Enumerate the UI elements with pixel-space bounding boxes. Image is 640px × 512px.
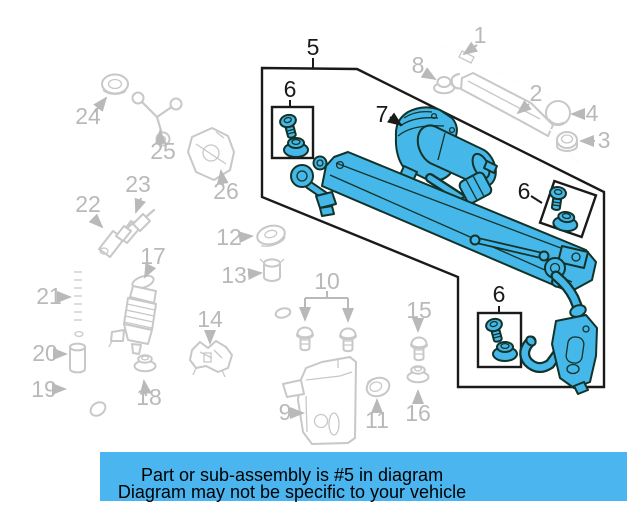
part-11-bushing	[365, 376, 391, 398]
part-12-pump-cap	[256, 224, 286, 247]
callout-10: 10	[314, 268, 340, 294]
banner-line-2: Diagram may not be specific to your vehi…	[118, 482, 466, 502]
part-21-washer-hose	[74, 249, 95, 338]
gray-callout-labels: 1 2 3 4 8 9 10 11 12 13 14 15 16 17 18 1…	[31, 22, 610, 433]
callout-19: 19	[31, 376, 57, 402]
part-2-wiper-arm	[450, 72, 579, 163]
callout-6a: 6	[284, 76, 297, 102]
part-17-washer-pump	[108, 274, 157, 355]
hardware-6c-grommet	[492, 341, 518, 362]
part-24-grommet-ring	[101, 73, 129, 95]
callout-16: 16	[405, 400, 431, 426]
gray-callout-arrows	[52, 41, 595, 419]
part-8-arm-bushing	[433, 76, 455, 95]
callout-6b: 6	[518, 178, 531, 204]
pivot-mount-bracket	[519, 314, 598, 395]
callout-20: 20	[32, 340, 58, 366]
part-10-bolt-right	[339, 327, 357, 353]
callout-5: 5	[307, 34, 320, 60]
part-4-pivot-cap	[545, 100, 571, 126]
callout-2: 2	[530, 80, 543, 106]
callout-24: 24	[75, 103, 101, 129]
part-7-wiper-motor	[394, 106, 498, 188]
part-15-bolt	[410, 336, 428, 362]
info-banner: Part or sub-assembly is #5 in diagram Di…	[100, 452, 627, 502]
callout-8: 8	[412, 52, 425, 78]
callout-6c: 6	[493, 281, 506, 307]
part-13-reservoir-cap	[259, 258, 285, 282]
faded-parts	[69, 22, 579, 445]
callout-13: 13	[221, 262, 247, 288]
callout-26: 26	[213, 178, 239, 204]
callout-21: 21	[36, 283, 62, 309]
black-callout-labels: 5 6 6 6 7	[284, 34, 531, 307]
part-14-pump-bracket	[189, 340, 233, 378]
callout-15: 15	[406, 297, 432, 323]
hardware-6a-grommet	[283, 137, 309, 158]
part-1-wiper-blade	[405, 22, 562, 103]
callout-25: 25	[150, 138, 176, 164]
callout-11: 11	[365, 407, 389, 433]
callout-14: 14	[197, 306, 223, 332]
callout-4: 4	[586, 100, 599, 126]
part-26-mount-bracket	[187, 127, 235, 181]
callout-17: 17	[140, 243, 166, 269]
part-19-elbow-hose	[75, 376, 107, 417]
callout-18: 18	[136, 384, 162, 410]
callout-22: 22	[75, 191, 101, 217]
black-callout-leaders	[289, 58, 543, 313]
part-18-pump-grommet	[133, 354, 157, 373]
part-22-washer-nozzle	[98, 220, 136, 258]
part-3-pivot-nut	[556, 131, 578, 152]
banner-background	[100, 452, 627, 501]
callout-9: 9	[279, 399, 292, 425]
part-9-washer-reservoir	[274, 307, 357, 445]
part-16-grommet	[406, 365, 430, 384]
linkage-connecting-rod	[469, 234, 550, 262]
part-10-bolt-left	[296, 326, 314, 352]
callout-12: 12	[216, 224, 242, 250]
linkage-damper-bushing	[458, 171, 493, 204]
callout-7: 7	[376, 101, 389, 127]
banner-line-1: Part or sub-assembly is #5 in diagram	[141, 465, 443, 485]
part-20-hose-joint	[69, 342, 86, 374]
callout-1: 1	[474, 22, 487, 48]
callout-3: 3	[598, 127, 611, 153]
linkage-left-pivot-crank	[290, 155, 337, 217]
highlighted-assembly-5	[277, 106, 598, 395]
callout-23: 23	[125, 171, 151, 197]
